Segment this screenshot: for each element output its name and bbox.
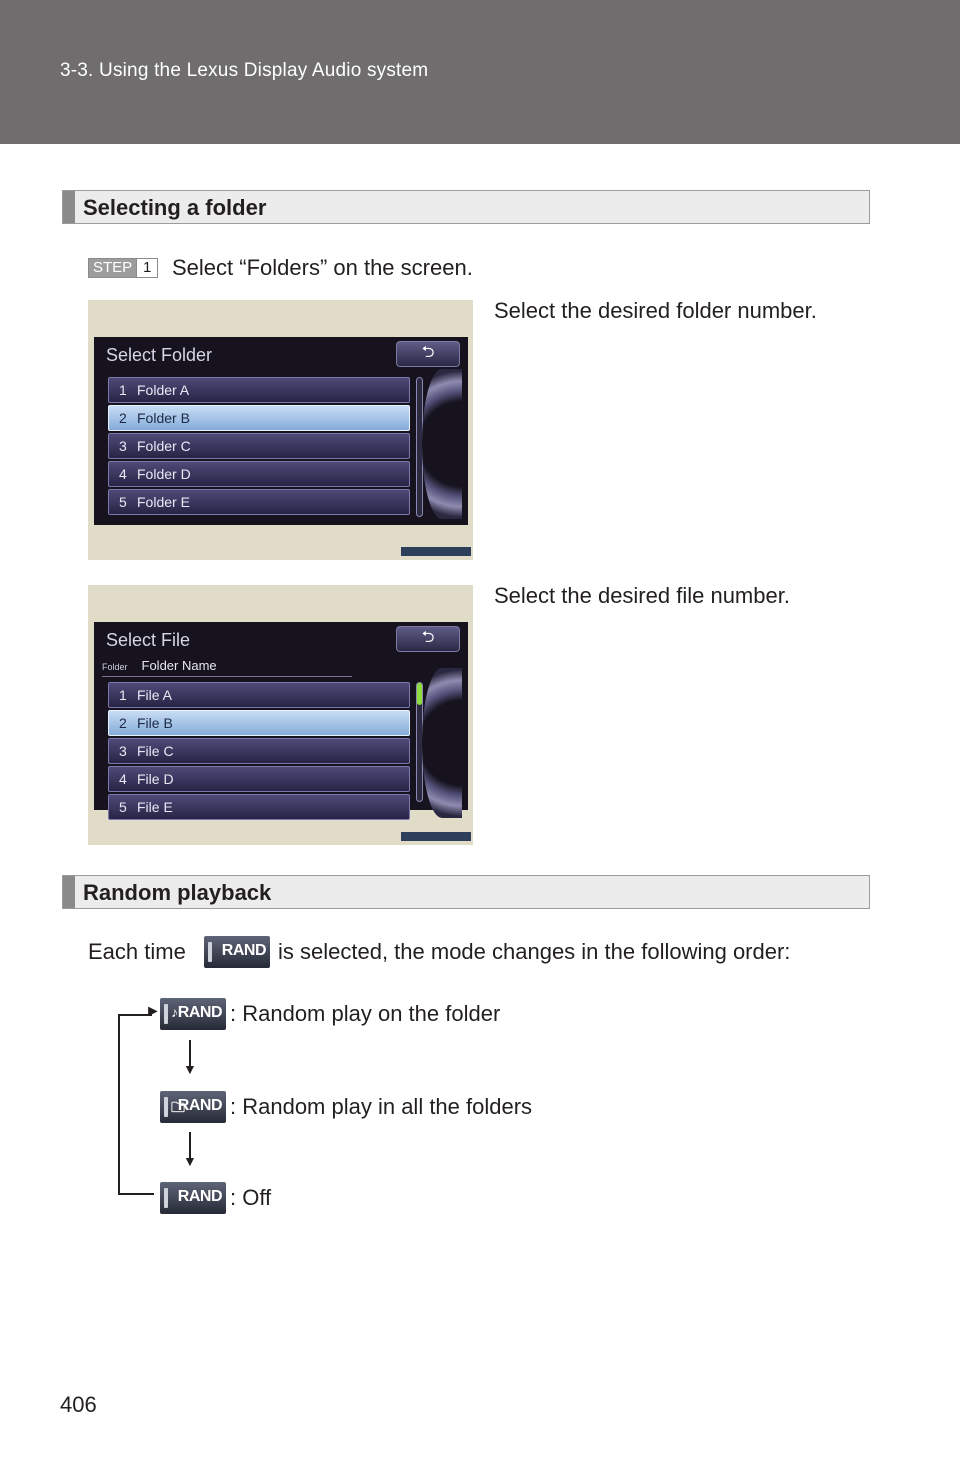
item-number: 3	[119, 743, 127, 759]
arrow-right-icon: ►	[145, 1003, 161, 1020]
folder-name: Folder Name	[141, 658, 217, 673]
page-number: 406	[60, 1392, 97, 1417]
item-number: 4	[119, 466, 127, 482]
cycle-line	[118, 1014, 152, 1016]
figure-code	[401, 832, 471, 841]
rand-indicator	[208, 942, 212, 962]
mode-folder-text: : Random play on the folder	[230, 1001, 501, 1026]
item-label: Folder A	[137, 382, 190, 398]
display-screen: Select File ⮌ Folder Folder Name 1 File A 2…	[94, 622, 468, 820]
arrow-down-icon: ▼	[183, 1153, 197, 1169]
arrow-down	[189, 1040, 191, 1070]
folder-name-bar: Folder Folder Name	[102, 658, 352, 677]
cycle-line	[118, 1014, 120, 1194]
section-heading-folder: Selecting a folder	[62, 190, 870, 224]
section-heading-random: Random playback	[62, 875, 870, 909]
list-item[interactable]: 3 File C	[108, 738, 410, 764]
item-label: File D	[137, 771, 174, 787]
back-arrow-icon: ⮌	[421, 344, 435, 361]
back-button[interactable]: ⮌	[396, 626, 460, 652]
back-button[interactable]: ⮌	[396, 341, 460, 367]
list-item[interactable]: 4 File D	[108, 766, 410, 792]
rand-button: RAND	[204, 936, 270, 968]
random-intro-after: is selected, the mode changes in the fol…	[278, 939, 791, 964]
item-label: Folder D	[137, 466, 191, 482]
item-label: File A	[137, 687, 173, 703]
mode-all-text: : Random play in all the folders	[230, 1094, 533, 1119]
item-label: File B	[137, 715, 173, 731]
item-number: 4	[119, 771, 127, 787]
item-label: Folder C	[137, 438, 191, 454]
page-header: 3-3. Using the Lexus Display Audio syste…	[0, 0, 960, 144]
rand-indicator	[164, 1188, 168, 1208]
rand-indicator	[164, 1004, 168, 1024]
scroll-thumb[interactable]	[417, 683, 422, 705]
list-item[interactable]: 2 File B	[108, 710, 410, 736]
music-note-icon: ♪	[171, 1004, 178, 1020]
breadcrumb: 3-3. Using the Lexus Display Audio syste…	[60, 60, 429, 81]
folder-icon: 🗀	[171, 1099, 185, 1115]
back-arrow-icon: ⮌	[421, 629, 435, 646]
arrow-down	[189, 1132, 191, 1162]
step2-text: Select the desired folder number.	[494, 298, 817, 323]
item-number: 1	[119, 687, 127, 703]
list-item[interactable]: 2 Folder B	[108, 405, 410, 431]
list-item[interactable]: 1 File A	[108, 682, 410, 708]
screen-title: Select File	[106, 630, 191, 650]
rand-indicator	[164, 1097, 168, 1117]
figure-code	[401, 547, 471, 556]
select-file-screenshot: Select File ⮌ Folder Folder Name 1 File A 2…	[88, 585, 473, 845]
rand-off-button: RAND	[160, 1182, 226, 1214]
rand-all-button: 🗀 RAND	[160, 1091, 226, 1123]
rand-folder-button: ♪ RAND	[160, 998, 226, 1030]
section-title: Random playback	[83, 880, 272, 905]
list-item[interactable]: 5 File E	[108, 794, 410, 820]
list-item[interactable]: 3 Folder C	[108, 433, 410, 459]
item-number: 2	[119, 410, 127, 426]
section-marker	[63, 876, 75, 908]
item-label: File C	[137, 743, 174, 759]
screen-title: Select Folder	[106, 345, 213, 365]
list-item[interactable]: 1 Folder A	[108, 377, 410, 403]
list-item[interactable]: 5 Folder E	[108, 489, 410, 515]
item-number: 3	[119, 438, 127, 454]
item-number: 2	[119, 715, 127, 731]
section-title: Selecting a folder	[83, 195, 267, 220]
folder-tag: Folder	[102, 662, 128, 672]
item-number: 5	[119, 494, 127, 510]
mode-off-text: : Off	[230, 1185, 272, 1210]
item-label: Folder B	[137, 410, 190, 426]
step3-text: Select the desired file number.	[494, 583, 790, 608]
scroll-wheel[interactable]	[422, 668, 462, 818]
folder-list: 1 Folder A 2 Folder B 3 Folder C 4 Folder D 5 Fol…	[108, 377, 410, 517]
step1-text: Select “Folders” on the screen.	[172, 255, 473, 280]
scroll-wheel[interactable]	[422, 369, 462, 519]
item-label: File E	[137, 799, 173, 815]
list-item[interactable]: 4 Folder D	[108, 461, 410, 487]
item-number: 5	[119, 799, 127, 815]
file-list: 1 File A 2 File B 3 File C 4 File D 5 File E	[108, 682, 410, 822]
item-label: Folder E	[137, 494, 190, 510]
cycle-line	[118, 1193, 154, 1195]
arrow-down-icon: ▼	[183, 1061, 197, 1077]
random-intro-before: Each time	[88, 939, 186, 964]
section-marker	[63, 191, 75, 223]
item-number: 1	[119, 382, 127, 398]
